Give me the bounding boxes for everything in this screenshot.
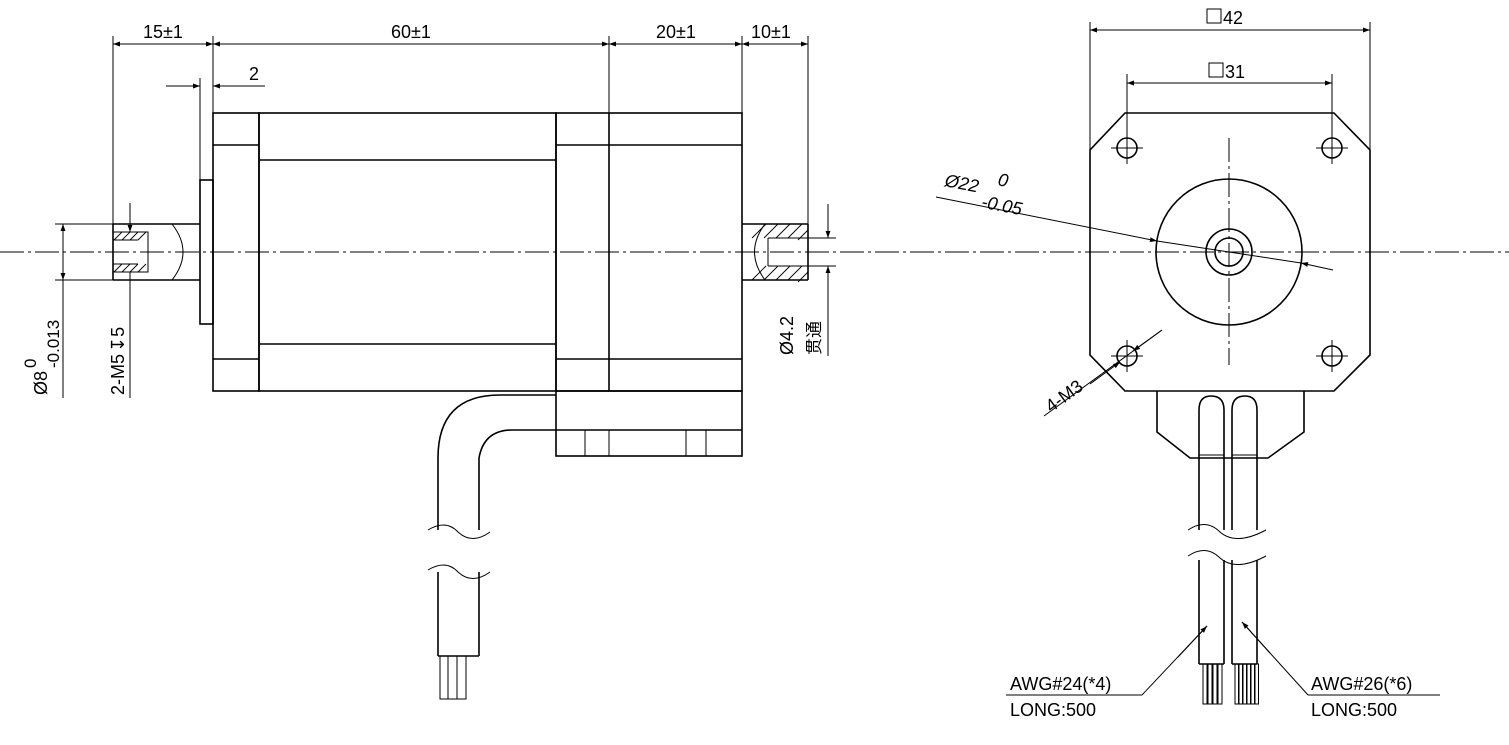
side-cable: [427, 394, 556, 700]
rear-shaft: [742, 223, 809, 283]
side-dimensions: 15±1 60±1 20±1 10±1 2 Ø8 0 -0.013 2-M5↧5: [21, 22, 836, 398]
boss-diameter: Ø22: [942, 170, 980, 196]
front-view: [1089, 112, 1371, 705]
front-shaft-inner: [1214, 237, 1244, 267]
cable-outlet-block: [555, 390, 743, 457]
front-boss: [1155, 178, 1303, 326]
hole-callout: 4-M3: [1042, 376, 1087, 416]
shaft-tol-lower: -0.013: [44, 320, 63, 368]
cable-left-spec: AWG#24(*4): [1010, 674, 1111, 694]
boss-tol-lower: -0.05: [980, 192, 1025, 220]
dim-square-42: 42: [1223, 8, 1243, 28]
shaft-tol-upper: 0: [21, 359, 40, 368]
side-view: [112, 112, 809, 700]
dim-2: 2: [249, 64, 259, 84]
dim-10: 10±1: [751, 22, 791, 42]
dim-15: 15±1: [143, 22, 183, 42]
rear-hole-through: 贯通: [805, 321, 824, 355]
boss-tol-upper: 0: [996, 169, 1010, 191]
dim-square-31: 31: [1225, 62, 1245, 82]
front-shaft-outer: [1205, 228, 1253, 276]
cable-right-length: LONG:500: [1311, 700, 1397, 720]
square-symbol-inner: [1208, 62, 1224, 78]
front-cables: [1187, 395, 1267, 705]
cable-labels: AWG#24(*4) LONG:500 AWG#26(*6) LONG:500: [1006, 621, 1440, 720]
rear-hole-diameter: Ø4.2: [777, 316, 797, 355]
thread-spec: 2-M5↧5: [108, 327, 128, 395]
square-symbol-outer: [1206, 8, 1222, 24]
front-flange: [1089, 112, 1371, 392]
dim-60: 60±1: [391, 22, 431, 42]
dim-20: 20±1: [656, 22, 696, 42]
shaft-diameter: Ø8: [31, 371, 51, 395]
front-shaft: [112, 223, 200, 281]
front-dimensions: 42 31 Ø22 0 -0.05 4-M3: [935, 8, 1371, 417]
cable-right-spec: AWG#26(*6): [1311, 674, 1412, 694]
front-cable-outlet: [1156, 391, 1305, 459]
cable-left-length: LONG:500: [1010, 700, 1096, 720]
